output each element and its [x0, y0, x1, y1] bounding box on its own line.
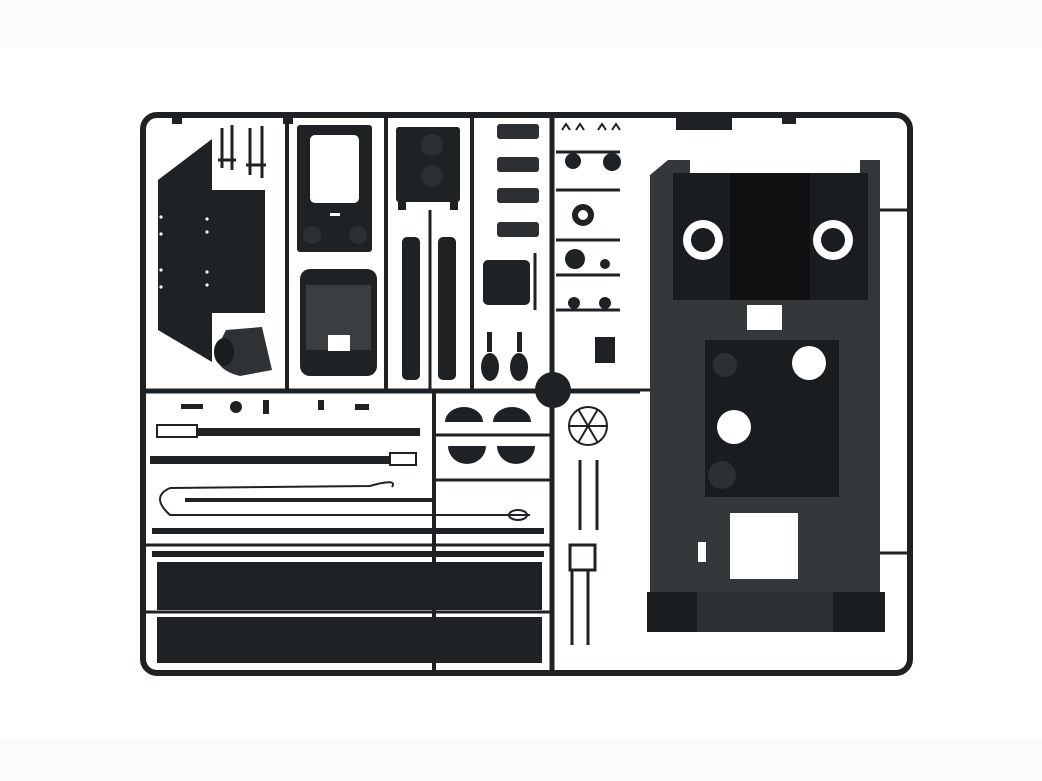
- bottle-parts: [481, 332, 528, 381]
- twin-box-part: [396, 127, 460, 210]
- tow-cable-part: [159, 481, 530, 521]
- block-part: [483, 253, 537, 310]
- long-tubes-part: [402, 237, 456, 380]
- top-margin-band: [0, 0, 1042, 48]
- track-guards-part: [157, 562, 542, 663]
- dome-lights-part: [445, 407, 535, 464]
- ladder-parts: [568, 460, 599, 645]
- sprue-frame: [140, 112, 913, 676]
- tow-rods-part: [150, 424, 420, 466]
- small-brackets: [218, 125, 266, 178]
- hatch-frame-part: [297, 125, 372, 252]
- cylinders-part: [497, 124, 539, 237]
- side-plate-part: [158, 139, 265, 362]
- small-parts-row: [181, 400, 369, 414]
- long-strips-part: [152, 528, 544, 557]
- gate-tabs: [172, 116, 796, 130]
- lower-hull-part: [647, 160, 885, 632]
- small-wheels-part: [535, 122, 621, 408]
- bottom-margin-band: [0, 738, 1042, 781]
- mantlet-part: [214, 327, 272, 376]
- spoked-wheel-part: [568, 406, 608, 446]
- hatch-cover-part: [300, 269, 377, 376]
